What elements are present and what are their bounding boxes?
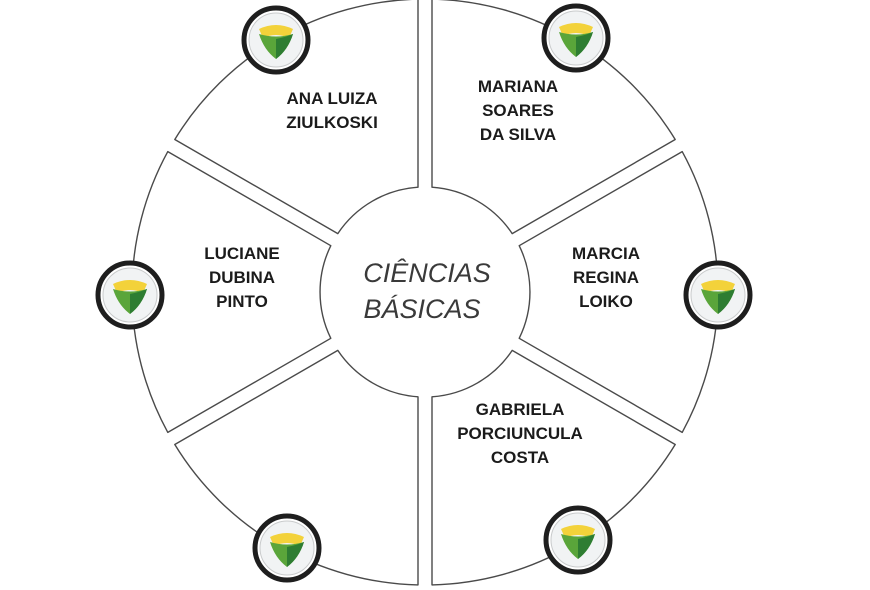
shield-logo-icon [543, 505, 613, 575]
member-name-line: MARIANA [478, 77, 558, 96]
shield-logo-icon [683, 260, 753, 330]
member-name-line: ZIULKOSKI [286, 113, 378, 132]
member-name-line: PINTO [216, 292, 268, 311]
center-title-line-1: CIÊNCIAS [363, 257, 491, 288]
segment-shape [174, 349, 419, 586]
segment-top-right: MARIANA SOARES DA SILVA [431, 0, 676, 235]
member-name-line: ANA LUIZA [287, 89, 378, 108]
segment-shape [518, 150, 719, 434]
member-name-line: MARCIA [572, 244, 640, 263]
member-name-line: DA SILVA [480, 125, 556, 144]
segment-shape [131, 150, 332, 434]
member-name-line: LUCIANE [204, 244, 280, 263]
member-name-line: GABRIELA [476, 400, 565, 419]
center-hub: CIÊNCIAS BÁSICAS [329, 196, 521, 388]
member-name-line: REGINA [573, 268, 639, 287]
segment-left: LUCIANE DUBINA PINTO [131, 150, 332, 434]
segment-bottom-right: GABRIELA PORCIUNCULA COSTA [431, 349, 676, 586]
segment-shape [431, 349, 676, 586]
segment-right: MARCIA REGINA LOIKO [518, 150, 719, 434]
segment-top-left: ANA LUIZA ZIULKOSKI [174, 0, 419, 235]
member-name-line: SOARES [482, 101, 554, 120]
segment-bottom-left [174, 349, 419, 586]
member-name-line: PORCIUNCULA [457, 424, 583, 443]
shield-logo-icon [252, 513, 322, 583]
member-name-line: COSTA [491, 448, 549, 467]
segment-shape [174, 0, 419, 235]
segment-shape [431, 0, 676, 235]
member-name-line: DUBINA [209, 268, 275, 287]
shield-logo-icon [95, 260, 165, 330]
member-name-line: LOIKO [579, 292, 633, 311]
shield-logo-icon [241, 5, 311, 75]
center-title-line-2: BÁSICAS [363, 294, 480, 324]
shield-logo-icon [541, 3, 611, 73]
